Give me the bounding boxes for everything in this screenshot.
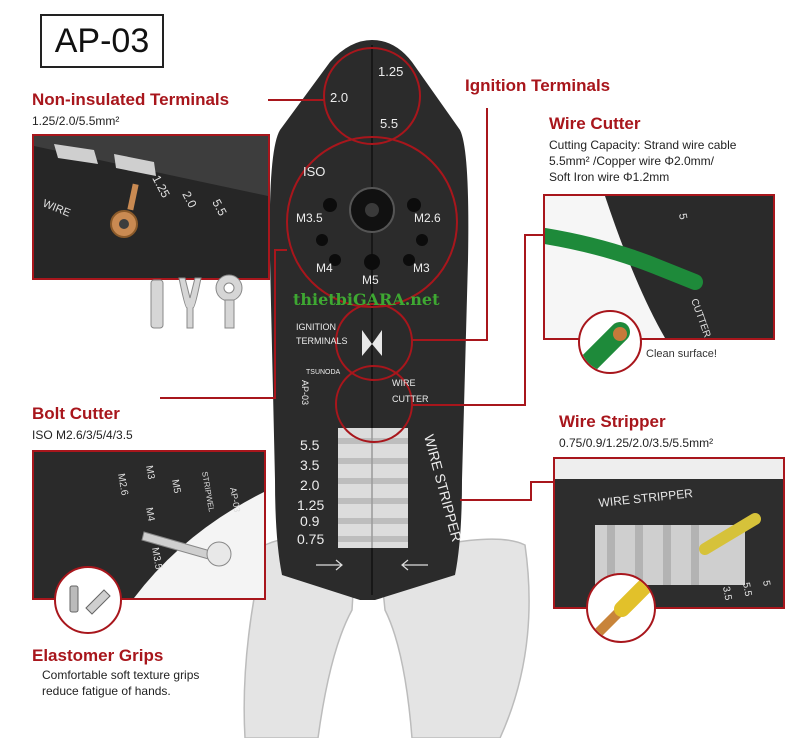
tool-brand-label: TSUNODA xyxy=(306,369,341,376)
inset-strip-digit: 5.5 xyxy=(740,582,753,598)
leader-wire-cutter xyxy=(412,234,543,406)
inset-cutter-digit: 5 xyxy=(676,212,689,220)
tool-model-label: AP-03 xyxy=(300,380,310,405)
inset-bolt-label: M3 xyxy=(143,465,156,481)
wire-cutter-spec-1: Cutting Capacity: Strand wire cable xyxy=(549,138,737,152)
right-grip xyxy=(379,538,530,738)
non-insulated-title: Non-insulated Terminals xyxy=(32,90,230,109)
ring-terminal-icon xyxy=(215,274,243,329)
tool-bolt-label: M5 xyxy=(362,273,379,287)
tool-crimp-label: 1.25 xyxy=(378,64,403,79)
tool-crimp-label: 2.0 xyxy=(330,90,348,105)
bolt-cutter-title: Bolt Cutter xyxy=(32,404,120,423)
tool-cutter-label: CUTTER xyxy=(392,394,429,404)
tool-body xyxy=(269,40,469,600)
inset-strip-digit: 5 xyxy=(760,580,772,588)
tool-bolt-label: M2.6 xyxy=(414,211,441,225)
wire-stripper-photo: WIRE STRIPPER 3.5 5.5 5 xyxy=(553,457,785,609)
leader-bolt-cutter xyxy=(160,249,287,399)
grips-line-2: reduce fatigue of hands. xyxy=(42,684,171,698)
tool-cutter-label: WIRE xyxy=(392,378,416,388)
non-insulated-spec: 1.25/2.0/5.5mm² xyxy=(32,114,120,128)
stripped-wire-icon xyxy=(586,573,656,643)
tool-iso-label: ISO xyxy=(303,164,325,179)
wire-cutter-spec-3: Soft Iron wire Φ1.2mm xyxy=(549,170,670,184)
tool-strip-size: 1.25 xyxy=(297,497,324,513)
tool-bolt-label: M4 xyxy=(316,261,333,275)
leader-wire-stripper xyxy=(460,481,553,501)
tool-bolt-label: M3.5 xyxy=(296,211,323,225)
inset-model-label: AP-03 xyxy=(228,487,242,513)
bolt-highlight xyxy=(286,136,458,308)
tool-crimp-label: 5.5 xyxy=(380,116,398,131)
wire-cutter-note: Clean surface! xyxy=(646,348,717,360)
wire-cutter-photo: 5 CUTTER xyxy=(543,194,775,340)
wire-cutter-spec-2: 5.5mm² /Copper wire Φ2.0mm/ xyxy=(549,154,714,168)
terminal-icons xyxy=(145,258,265,341)
wire-stripper-spec: 0.75/0.9/1.25/2.0/3.5/5.5mm² xyxy=(559,436,714,450)
wire-end-icon xyxy=(578,310,642,374)
crimp-highlight xyxy=(323,47,421,145)
inset-bolt-label: M4 xyxy=(143,507,156,523)
model-title: AP-03 xyxy=(40,14,164,68)
tool-ignition-label: TERMINALS xyxy=(296,336,348,346)
tool-strip-size: 0.9 xyxy=(300,513,320,529)
bolt-icon xyxy=(141,531,232,567)
terminal-sleeve-icon xyxy=(150,279,164,329)
inset-strip-digit: 3.5 xyxy=(720,586,733,602)
bolt-cutter-spec: ISO M2.6/3/5/4/3.5 xyxy=(32,428,133,442)
inset-bolt-label: M3.5 xyxy=(149,547,164,571)
leader-ignition xyxy=(412,108,488,341)
wire-stripper-title: Wire Stripper xyxy=(559,412,666,431)
spade-terminal-icon xyxy=(178,277,202,329)
wire-cutter-title: Wire Cutter xyxy=(549,114,641,133)
inset-bolt-label: M2.6 xyxy=(115,473,130,497)
grips-title: Elastomer Grips xyxy=(32,646,164,665)
tool-ignition-label: IGNITION xyxy=(296,322,336,332)
watermark: thietbiGARA.net xyxy=(293,290,440,309)
non-insulated-photo: 1.25 2.0 5.5 WIRE xyxy=(32,134,270,280)
tool-strip-size: 3.5 xyxy=(300,457,320,473)
tool-bolt-label: M3 xyxy=(413,261,430,275)
cut-bolt-icon xyxy=(54,566,122,634)
tool-strip-size: 0.75 xyxy=(297,531,324,547)
ignition-title: Ignition Terminals xyxy=(465,76,611,95)
inset-bolt-label: M5 xyxy=(169,479,182,495)
tool-strip-size: 2.0 xyxy=(300,477,320,493)
grips-line-1: Comfortable soft texture grips xyxy=(42,668,200,682)
tool-strip-size: 5.5 xyxy=(300,437,320,453)
ignition-highlight xyxy=(335,303,413,381)
